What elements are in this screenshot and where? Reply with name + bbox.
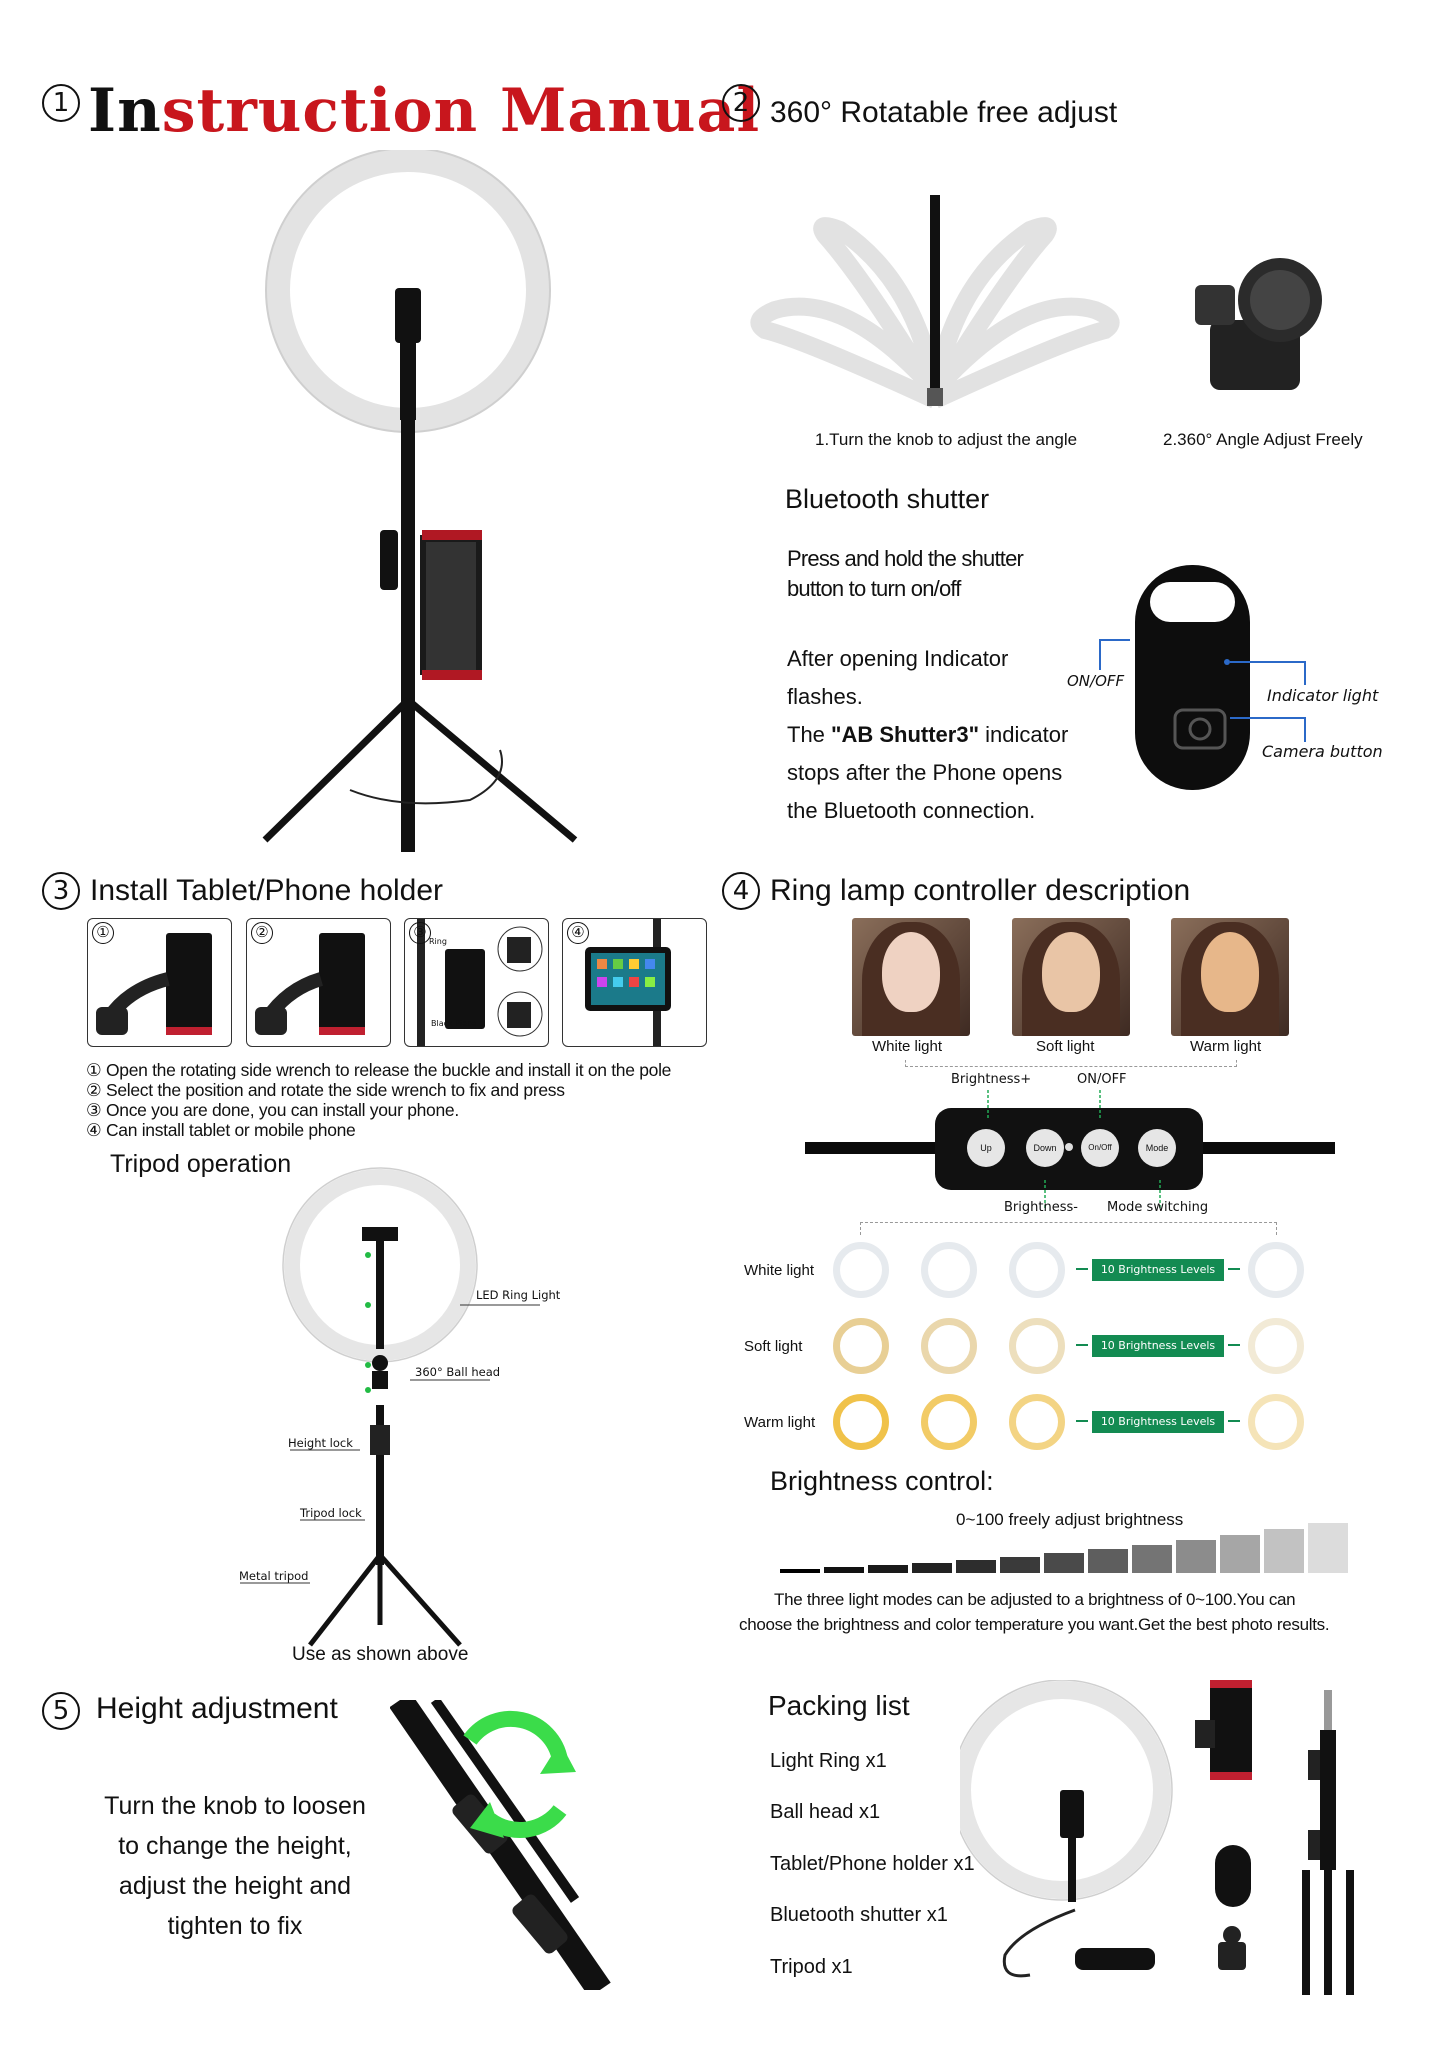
packing-list-title: Packing list: [768, 1690, 910, 1721]
photo-bracket: [905, 1060, 1237, 1067]
bluetooth-after-text: After opening Indicator flashes. The "AB…: [787, 646, 1069, 823]
onoff-label: ON/OFF: [1067, 672, 1125, 690]
ring-warm-1: [833, 1394, 889, 1450]
ring-warm-2: [921, 1394, 977, 1450]
section-number-4: 4: [722, 872, 760, 910]
brightness-minus-label: Brightness-: [1004, 1200, 1078, 1215]
section-number-3: 3: [42, 872, 80, 910]
photo-label-white: White light: [872, 1038, 943, 1055]
packing-item-holder: Tablet/Phone holder x1: [770, 1853, 975, 1875]
section-number-2: 2: [722, 84, 760, 122]
holder-step-box-4: ④: [562, 918, 707, 1047]
indicator-light-label: Indicator light: [1267, 686, 1379, 705]
arrow-out-warm: [1228, 1420, 1240, 1422]
packing-item-light-ring: Light Ring x1: [770, 1750, 887, 1772]
ball-head-label: 360° Ball head: [415, 1365, 501, 1379]
height-adjust-image: [390, 1700, 611, 1990]
controller-down-button[interactable]: Down: [1026, 1129, 1064, 1167]
controller-onoff-label: ON/OFF: [1077, 1072, 1127, 1087]
section-2-title: 360° Rotatable free adjust: [770, 96, 1118, 129]
ring-row-label-soft: Soft light: [744, 1338, 803, 1355]
holder-step-box-1: ①: [87, 918, 232, 1047]
ring-warm-10: [1248, 1394, 1304, 1450]
holder-step-3: ③ Once you are done, you can install you…: [86, 1100, 459, 1120]
rotation-caption-2: 2.360° Angle Adjust Freely: [1163, 430, 1363, 449]
ring-soft-10: [1248, 1318, 1304, 1374]
packing-item-ball-head: Ball head x1: [770, 1801, 881, 1823]
bluetooth-title: Bluetooth shutter: [785, 484, 990, 514]
packing-item-tripod: Tripod x1: [770, 1956, 853, 1978]
controller-indicator-dot: [1065, 1143, 1073, 1151]
controller-power-button[interactable]: On/Off: [1081, 1129, 1119, 1167]
brightness-control-title: Brightness control:: [770, 1466, 994, 1496]
photo-label-warm: Warm light: [1190, 1038, 1262, 1055]
controller-mode-button[interactable]: Mode: [1138, 1129, 1176, 1167]
brightness-control-subtitle: 0~100 freely adjust brightness: [956, 1510, 1184, 1529]
controller-up-button[interactable]: Up: [967, 1129, 1005, 1167]
height-adjust-text: Turn the knob to loosen to change the he…: [104, 1792, 366, 1940]
bluetooth-press-line-1: Press and hold the shutter: [787, 546, 1024, 571]
tripod-lock-label: Tripod lock: [300, 1506, 362, 1520]
holder-step-1: ① Open the rotating side wrench to relea…: [86, 1060, 672, 1080]
ring-white-2: [921, 1242, 977, 1298]
brightness-desc-line-2: choose the brightness and color temperat…: [739, 1615, 1330, 1634]
bluetooth-shutter-image: [1099, 565, 1306, 790]
section-5-title: Height adjustment: [96, 1692, 338, 1725]
led-ring-light-label: LED Ring Light: [476, 1288, 561, 1302]
ring-light-stand-image: [262, 150, 578, 852]
brightness-gradient-bars: [780, 1523, 1348, 1573]
rotation-illustration: [750, 195, 1120, 409]
holder-step-box-3: ③ Ring Black Piece: [404, 918, 549, 1047]
section-4-title: Ring lamp controller description: [770, 874, 1191, 907]
photo-white-light: [852, 918, 970, 1036]
arrow-out-soft: [1228, 1344, 1240, 1346]
ring-white-3: [1009, 1242, 1065, 1298]
brightness-desc-line-1: The three light modes can be adjusted to…: [774, 1590, 1296, 1609]
section-number-1: 1: [42, 84, 80, 122]
arrow-in-white: [1076, 1268, 1088, 1270]
tripod-diagram: [240, 1167, 540, 1647]
bluetooth-press-line-2: button to turn on/off: [787, 576, 961, 601]
ring-warm-3: [1009, 1394, 1065, 1450]
section-3-title: Install Tablet/Phone holder: [90, 874, 444, 907]
ring-soft-1: [833, 1318, 889, 1374]
camera-button-label: Camera button: [1262, 742, 1383, 761]
packing-contents-image: [960, 1680, 1354, 1995]
brightness-plus-label: Brightness+: [951, 1072, 1032, 1087]
brightness-levels-soft: 10 Brightness Levels: [1092, 1335, 1224, 1357]
ring-white-10: [1248, 1242, 1304, 1298]
holder-step-4: ④ Can install tablet or mobile phone: [86, 1120, 356, 1140]
holder-steps: ① Open the rotating side wrench to relea…: [86, 1060, 671, 1140]
ring-soft-3: [1009, 1318, 1065, 1374]
brightness-levels-white: 10 Brightness Levels: [1092, 1259, 1224, 1281]
holder-step-box-2: ②: [246, 918, 391, 1047]
tripod-note: Use as shown above: [292, 1644, 469, 1665]
ring-row-label-white: White light: [744, 1262, 815, 1279]
arrow-out-white: [1228, 1268, 1240, 1270]
rotation-caption-1: 1.Turn the knob to adjust the angle: [815, 430, 1078, 449]
photo-soft-light: [1012, 918, 1130, 1036]
ring-row-label-warm: Warm light: [744, 1414, 816, 1431]
arrow-in-warm: [1076, 1420, 1088, 1422]
photo-label-soft: Soft light: [1036, 1038, 1095, 1055]
photo-warm-light: [1171, 918, 1289, 1036]
tripod-title: Tripod operation: [110, 1150, 292, 1178]
height-lock-label: Height lock: [288, 1436, 353, 1450]
brightness-levels-warm: 10 Brightness Levels: [1092, 1411, 1224, 1433]
arrow-in-soft: [1076, 1344, 1088, 1346]
ball-head-image: [1195, 258, 1322, 390]
metal-tripod-label: Metal tripod: [239, 1569, 309, 1583]
section-number-5: 5: [42, 1692, 80, 1730]
mode-switching-label: Mode switching: [1107, 1200, 1209, 1215]
ring-white-1: [833, 1242, 889, 1298]
ring-soft-2: [921, 1318, 977, 1374]
holder-step-2: ② Select the position and rotate the sid…: [86, 1080, 565, 1100]
page-title: Instruction Manual: [88, 76, 761, 146]
mode-bracket: [860, 1222, 1277, 1235]
packing-item-bluetooth-shutter: Bluetooth shutter x1: [770, 1904, 948, 1926]
